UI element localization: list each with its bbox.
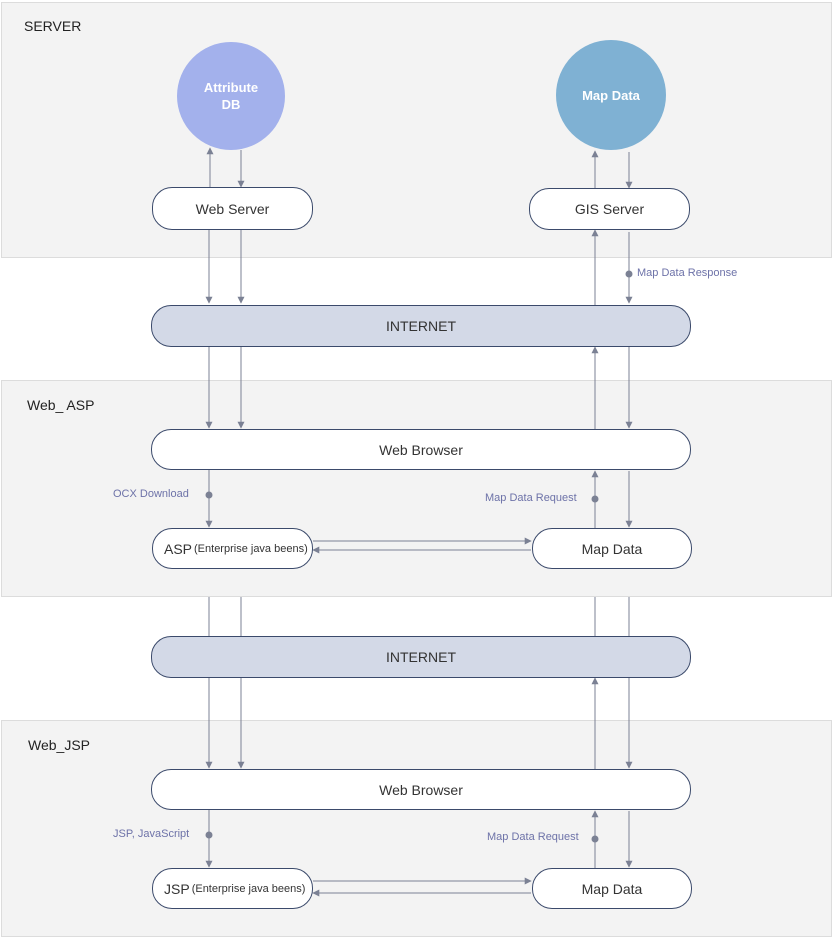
jsp-web-browser-label: Web Browser <box>379 781 463 798</box>
asp-map-data-box: Map Data <box>532 528 692 569</box>
asp-main-label: ASP <box>164 540 193 557</box>
server-panel <box>1 2 832 258</box>
web-server-box: Web Server <box>152 187 313 230</box>
jsp-map-data-box: Map Data <box>532 868 692 909</box>
internet-bottom-label: INTERNET <box>386 649 456 665</box>
asp-web-browser-label: Web Browser <box>379 441 463 458</box>
jsp-box: JSP (Enterprise java beens) <box>152 868 313 909</box>
internet-bar-bottom: INTERNET <box>151 636 691 678</box>
asp-map-data-label: Map Data <box>581 540 643 557</box>
attribute-db-node: Attribute DB <box>177 42 285 150</box>
asp-sub-label: (Enterprise java beens) <box>194 542 308 555</box>
gis-server-label: GIS Server <box>574 201 645 217</box>
asp-web-browser-box: Web Browser <box>151 429 691 470</box>
jsp-map-data-request-note: Map Data Request <box>487 831 579 843</box>
map-data-node-label: Map Data <box>582 87 640 103</box>
jsp-main-label: JSP <box>164 880 190 897</box>
web-asp-panel-label: Web_ ASP <box>27 397 95 413</box>
server-panel-label: SERVER <box>24 18 82 34</box>
map-data-node: Map Data <box>556 40 666 150</box>
web-server-label: Web Server <box>195 200 270 217</box>
map-data-response-note: Map Data Response <box>637 267 738 279</box>
ocx-download-note: OCX Download <box>113 488 189 500</box>
internet-bar-top: INTERNET <box>151 305 691 347</box>
dot-map-data-response <box>625 270 633 278</box>
jsp-web-browser-box: Web Browser <box>151 769 691 810</box>
jsp-javascript-note: JSP, JavaScript <box>113 828 190 840</box>
attribute-db-label: Attribute DB <box>203 80 259 112</box>
web-jsp-panel-label: Web_JSP <box>28 737 90 753</box>
web-asp-panel <box>1 380 832 597</box>
web-jsp-panel <box>1 720 832 937</box>
gis-server-box: GIS Server <box>529 188 690 230</box>
jsp-map-data-label: Map Data <box>581 880 643 897</box>
internet-top-label: INTERNET <box>386 318 456 334</box>
asp-map-data-request-note: Map Data Request <box>485 492 577 504</box>
asp-box: ASP (Enterprise java beens) <box>152 528 313 569</box>
jsp-sub-label: (Enterprise java beens) <box>191 882 306 895</box>
